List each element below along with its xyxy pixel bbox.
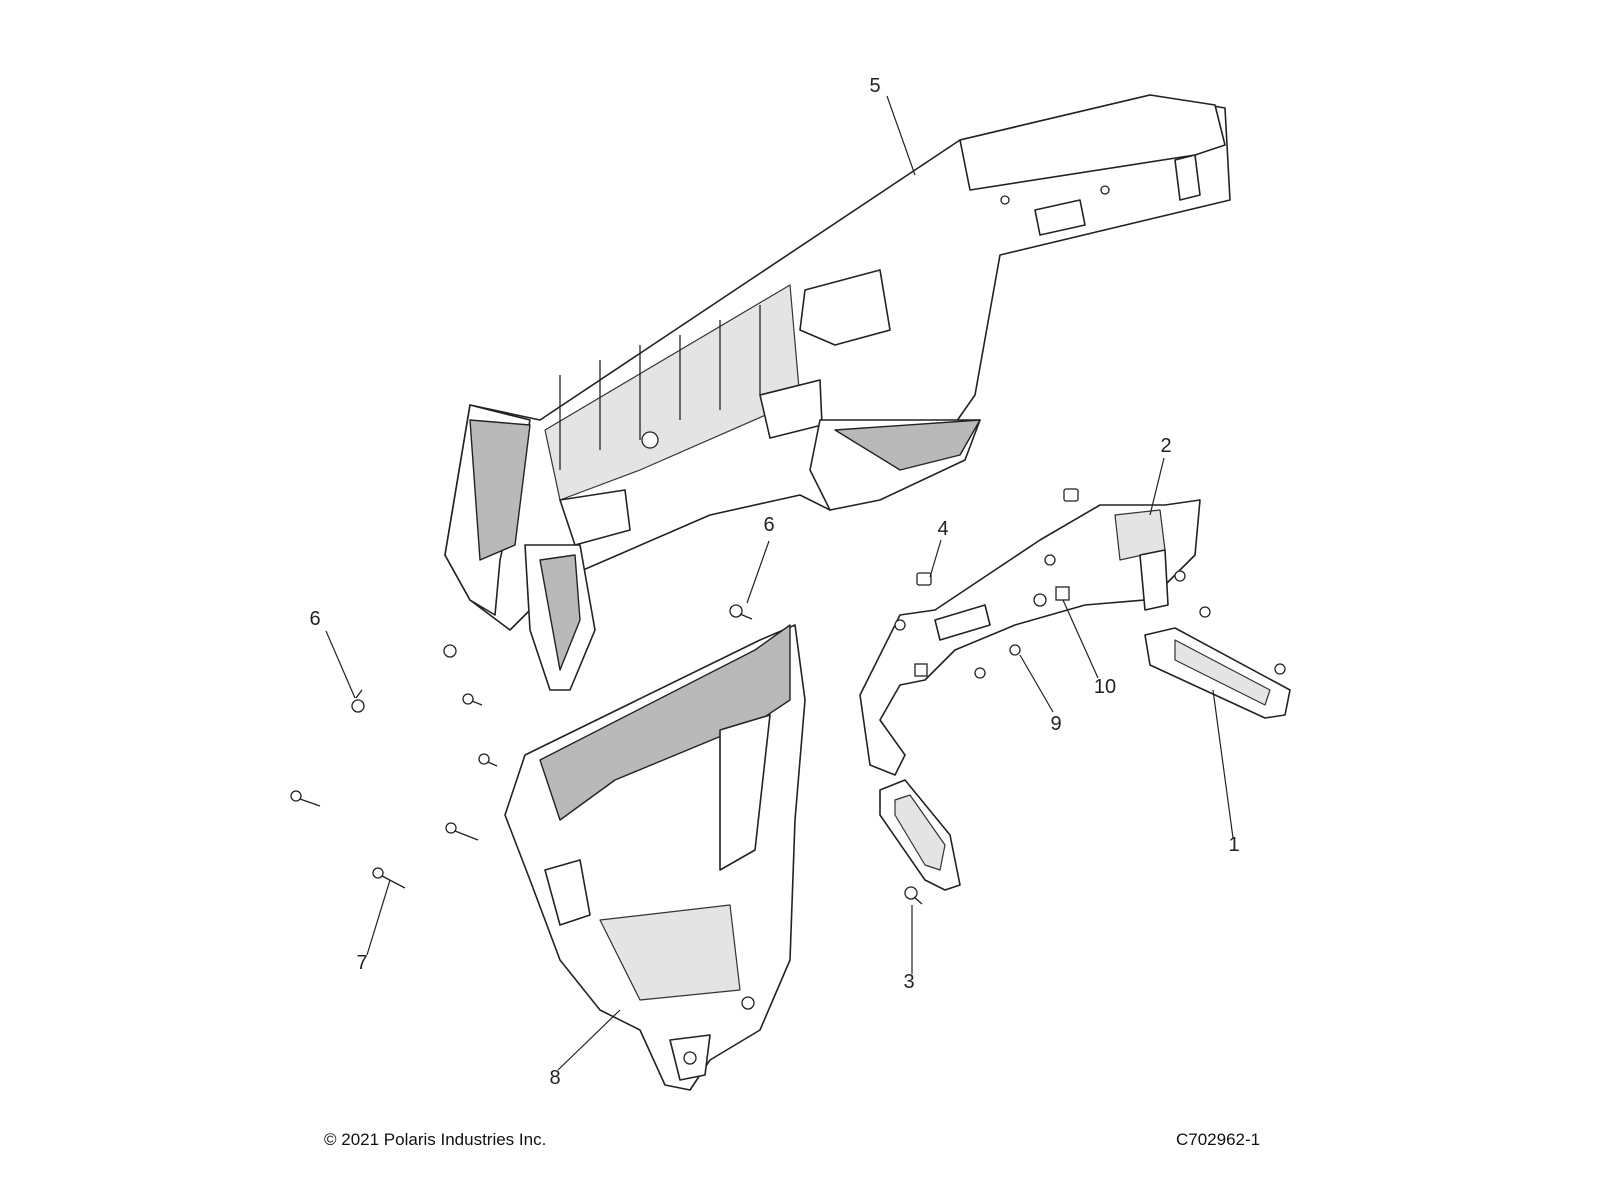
callout-8: 8 xyxy=(549,1067,560,1089)
copyright-text: © 2021 Polaris Industries Inc. xyxy=(324,1130,547,1149)
fastener-9-screw xyxy=(1009,644,1021,656)
fastener-screw-i xyxy=(1174,570,1186,582)
fastener-6-screw-b xyxy=(351,689,365,713)
callout-4: 4 xyxy=(937,518,948,540)
fastener-screw-e xyxy=(478,753,498,767)
fastener-10-clip xyxy=(1055,586,1070,601)
fastener-7-screw xyxy=(372,867,406,889)
fastener-screw-f xyxy=(290,790,321,807)
part-5-upper-fascia xyxy=(444,94,1231,691)
fastener-6-screw-a xyxy=(729,604,753,620)
callout-1: 1 xyxy=(1228,834,1239,856)
fastener-screw-j xyxy=(1199,606,1211,618)
part-1-bracket xyxy=(1144,627,1291,719)
fastener-screw-h xyxy=(974,667,986,679)
fasteners xyxy=(290,488,1286,905)
leader-lines xyxy=(325,95,1234,1071)
fastener-4b-nut xyxy=(916,572,932,586)
part-8-lower-fascia xyxy=(504,624,806,1091)
callout-10: 10 xyxy=(1094,676,1116,698)
lower-small-bracket xyxy=(879,779,961,891)
callout-2: 2 xyxy=(1160,435,1171,457)
fastener-3-screw xyxy=(904,886,923,905)
callout-6-upper: 6 xyxy=(763,514,774,536)
callout-5: 5 xyxy=(869,75,880,97)
fastener-screw-c xyxy=(443,644,457,658)
callout-9: 9 xyxy=(1050,713,1061,735)
callout-3: 3 xyxy=(903,971,914,993)
callout-6-left: 6 xyxy=(309,608,320,630)
fastener-screw-g xyxy=(445,822,479,841)
fastener-clip-b xyxy=(914,663,928,677)
callout-7: 7 xyxy=(356,952,367,974)
fastener-screw-d xyxy=(462,693,483,706)
fastener-screw-k xyxy=(1274,663,1286,675)
diagram-code: C702962-1 xyxy=(1176,1130,1261,1149)
part-2-bracket xyxy=(859,499,1201,776)
fastener-4-nut xyxy=(1063,488,1079,502)
callouts: 5 2 4 6 6 10 9 1 3 7 8 xyxy=(309,75,1239,1089)
